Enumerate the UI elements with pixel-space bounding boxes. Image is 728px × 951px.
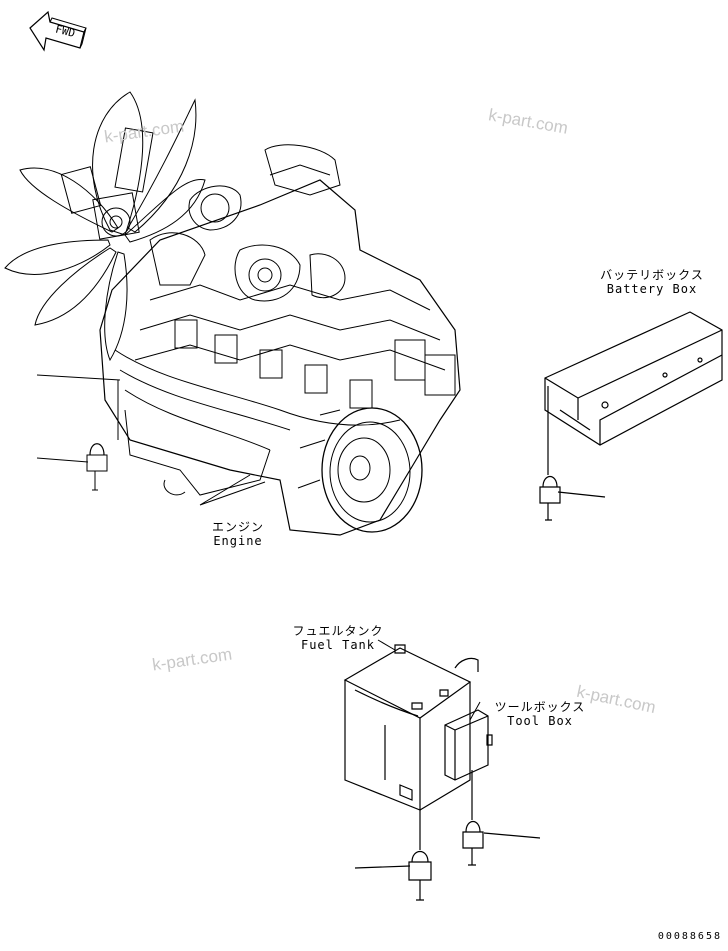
tool-box-label: ツールボックス Tool Box [484, 700, 596, 728]
fan-icon [5, 92, 205, 360]
tool-box-illustration [445, 710, 540, 865]
engine-label: エンジン Engine [198, 520, 278, 548]
battery-box-illustration [540, 312, 722, 520]
label-leader-lines [378, 640, 480, 720]
battery-box-label-en: Battery Box [606, 282, 698, 296]
engine-label-en: Engine [213, 534, 263, 548]
engine-leader-lines [37, 375, 265, 505]
fwd-arrow-icon: FWD [30, 12, 86, 50]
fuel-tank-illustration [345, 645, 478, 900]
fwd-label: FWD [54, 23, 76, 40]
fuel-tank-label-jp: フュエルタンク [292, 624, 384, 638]
engine-label-jp: エンジン [211, 520, 264, 534]
battery-box-label-jp: バッテリボックス [600, 268, 704, 282]
battery-box-label: バッテリボックス Battery Box [596, 268, 708, 296]
tool-box-label-en: Tool Box [507, 714, 573, 728]
document-number: 00088658 [657, 931, 722, 942]
fuel-tank-label-en: Fuel Tank [300, 638, 376, 652]
engine-illustration [5, 92, 460, 535]
tool-box-label-jp: ツールボックス [494, 700, 586, 714]
fuel-tank-label: フュエルタンク Fuel Tank [282, 624, 394, 652]
